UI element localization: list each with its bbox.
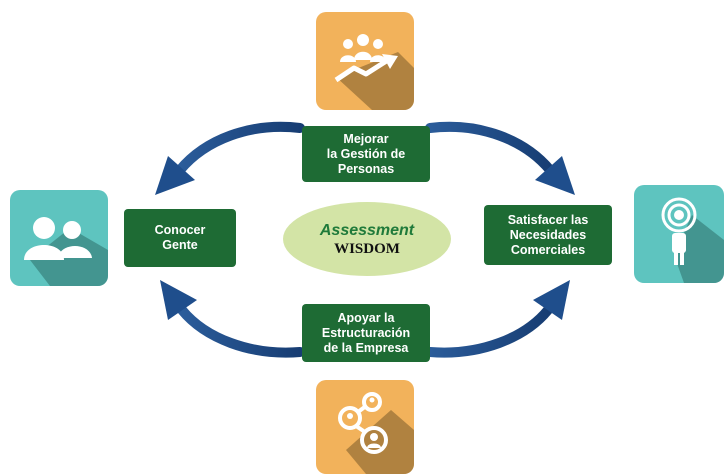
node-right-line: Comerciales	[510, 242, 586, 257]
node-right-box: Satisfacer las Necesidades Comerciales	[484, 205, 612, 265]
org-network-icon	[338, 392, 414, 474]
arrow-top-left	[155, 121, 305, 195]
node-top-box: Mejorar la Gestión de Personas	[302, 126, 430, 182]
bottom-tile	[316, 380, 414, 474]
top-tile	[316, 12, 414, 110]
node-bottom-box: Apoyar la Estructuración de la Empresa	[302, 304, 430, 362]
team-growth-icon	[334, 34, 414, 110]
arrow-bottom-left	[160, 280, 305, 358]
node-top-line: Mejorar	[343, 131, 389, 146]
node-right-line: Satisfacer las	[507, 212, 589, 227]
center-subtitle: WISDOM	[334, 240, 400, 257]
node-bottom-line: de la Empresa	[323, 340, 409, 355]
node-top-line: la Gestión de	[326, 146, 406, 161]
center-title: Assessment	[319, 221, 415, 239]
node-left-line: Gente	[162, 238, 198, 252]
node-bottom-line: Estructuración	[321, 325, 411, 340]
left-tile	[10, 190, 108, 286]
arrow-top-right	[425, 121, 575, 195]
node-top-line: Personas	[337, 161, 395, 176]
node-left-box: Conocer Gente	[124, 209, 236, 267]
node-right-line: Necesidades	[509, 227, 587, 242]
people-icon	[24, 217, 108, 286]
center-ellipse: Assessment WISDOM	[283, 202, 451, 276]
node-left-line: Conocer	[154, 223, 206, 237]
right-tile	[634, 185, 724, 283]
arrow-bottom-right	[425, 280, 570, 358]
node-bottom-line: Apoyar la	[337, 310, 395, 325]
person-signal-icon	[661, 197, 724, 283]
